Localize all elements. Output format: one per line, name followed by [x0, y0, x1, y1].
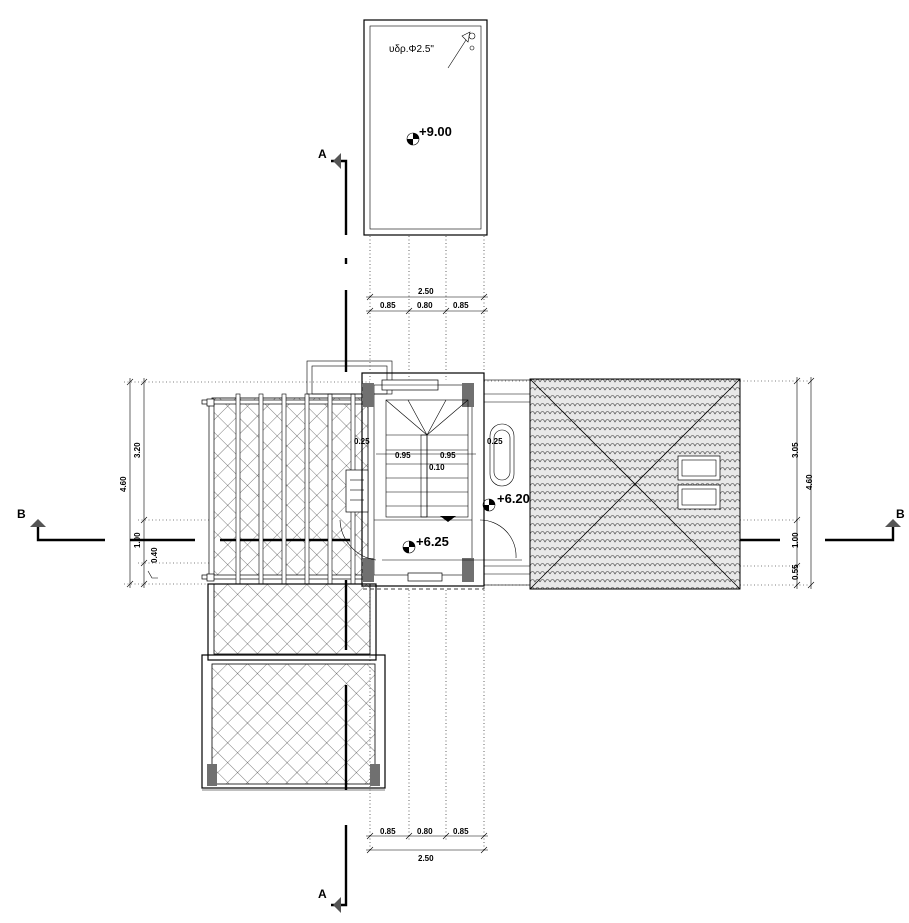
svg-text:0.80: 0.80	[417, 827, 433, 836]
section-a-bottom: A	[318, 825, 348, 913]
svg-text:A: A	[318, 887, 327, 901]
svg-text:0.10: 0.10	[429, 463, 445, 472]
roof-tank: υδρ.Φ2.5" +9.00	[363, 19, 488, 236]
svg-text:4.60: 4.60	[805, 474, 814, 490]
svg-text:0.85: 0.85	[380, 827, 396, 836]
level-marker-icon	[406, 132, 420, 146]
level-marker-lower-icon	[402, 540, 416, 554]
svg-text:0.85: 0.85	[453, 827, 469, 836]
section-b-left: B	[17, 507, 105, 542]
tiled-roof	[529, 378, 741, 590]
level-marker-upper-icon	[482, 498, 496, 512]
terrace-lower	[201, 583, 386, 791]
dims-bottom: 0.85 0.80 0.85 2.50	[366, 590, 488, 863]
svg-text:0.25: 0.25	[487, 437, 503, 446]
svg-text:0.85: 0.85	[453, 301, 469, 310]
svg-text:0.25: 0.25	[354, 437, 370, 446]
level-roof: +9.00	[419, 124, 452, 139]
svg-text:0.40: 0.40	[150, 547, 159, 563]
section-a-top: A	[318, 147, 348, 235]
svg-text:0.85: 0.85	[380, 301, 396, 310]
svg-text:B: B	[896, 507, 905, 521]
staircase-core: 0.25 0.25 0.95 0.95 0.10	[306, 360, 522, 590]
pergola	[201, 393, 371, 585]
svg-text:3.20: 3.20	[133, 442, 142, 458]
svg-text:B: B	[17, 507, 26, 521]
pipe-icon	[447, 31, 476, 69]
dims-top: 2.50 0.85 0.80 0.85	[366, 236, 488, 380]
svg-text:0.80: 0.80	[417, 301, 433, 310]
svg-text:1.00: 1.00	[133, 532, 142, 548]
svg-text:3.05: 3.05	[791, 442, 800, 458]
section-b-right: B	[825, 507, 905, 542]
svg-text:A: A	[318, 147, 327, 161]
connecting-balcony	[483, 379, 531, 586]
dims-right: 3.05 4.60 1.00 0.55	[740, 377, 815, 589]
level-upper: +6.20	[497, 491, 530, 506]
svg-text:2.50: 2.50	[418, 854, 434, 863]
svg-text:0.95: 0.95	[440, 451, 456, 460]
svg-text:1.00: 1.00	[791, 532, 800, 548]
svg-text:0.95: 0.95	[395, 451, 411, 460]
svg-text:4.60: 4.60	[119, 476, 128, 492]
svg-text:0.55: 0.55	[791, 564, 800, 580]
pipe-label: υδρ.Φ2.5"	[389, 44, 434, 55]
svg-text:2.50: 2.50	[418, 287, 434, 296]
level-lower: +6.25	[416, 534, 449, 549]
